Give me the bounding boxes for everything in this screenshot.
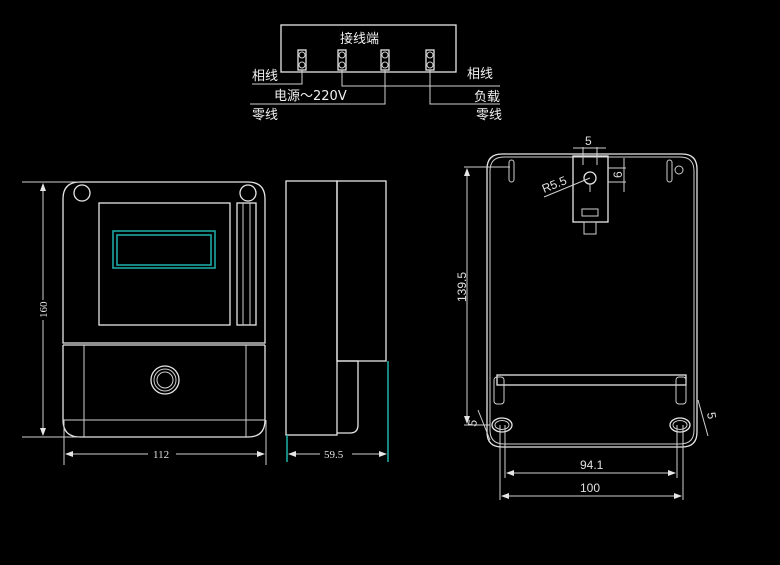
- front-view: 160 112: [22, 181, 267, 465]
- mount-hole-right: [239, 184, 257, 202]
- dim-height: 160: [38, 301, 50, 318]
- dim-hole-spacing: 94.1: [580, 458, 604, 472]
- dim-depth: 59.5: [324, 449, 344, 461]
- label-source: 电源～220V: [274, 89, 347, 104]
- terminal-1: [297, 49, 307, 71]
- label-load: 负载: [474, 90, 500, 105]
- terminal-2: [337, 49, 347, 71]
- terminal-4: [425, 49, 435, 71]
- wiring-diagram: 接线端 相线 电源～220V 零线 相线 负载 零线: [250, 24, 502, 123]
- wire-neutral-in: [250, 70, 386, 105]
- dim-width: 112: [153, 449, 169, 461]
- dim-slot-height: 6: [611, 171, 625, 178]
- mount-hole-left: [73, 184, 91, 202]
- bottom-hole-left: [491, 417, 513, 433]
- dim-mount-height: 139.5: [455, 272, 469, 302]
- side-view: 59.5: [285, 180, 389, 462]
- bottom-hole-right: [669, 417, 691, 433]
- label-neutral-right: 零线: [476, 108, 502, 123]
- seal-knob: [150, 365, 180, 395]
- label-neutral-left: 零线: [252, 108, 278, 123]
- wire-phase-out: [341, 70, 500, 87]
- bottom-rail: [496, 374, 687, 386]
- terminal-3: [380, 49, 390, 71]
- label-phase-left: 相线: [252, 69, 278, 84]
- terminals: [297, 49, 435, 71]
- wire-neutral-out: [429, 70, 500, 105]
- indicator-strip: [236, 202, 257, 326]
- dim-slot-width: 5: [585, 134, 592, 148]
- dim-hole-left: 5: [465, 418, 480, 427]
- wire-phase-in: [252, 70, 303, 85]
- back-view: 5 6 R5.5 139.5 5 5 94.1 100: [455, 134, 719, 500]
- label-phase-right: 相线: [467, 67, 493, 82]
- lcd-outer: [112, 230, 216, 269]
- terminal-block-label: 接线端: [340, 31, 379, 47]
- dim-hole-right: 5: [704, 411, 719, 420]
- terminal-block: [280, 24, 457, 73]
- dim-overall-width: 100: [580, 481, 600, 495]
- lcd-inner: [116, 234, 212, 266]
- display-panel: [98, 202, 231, 326]
